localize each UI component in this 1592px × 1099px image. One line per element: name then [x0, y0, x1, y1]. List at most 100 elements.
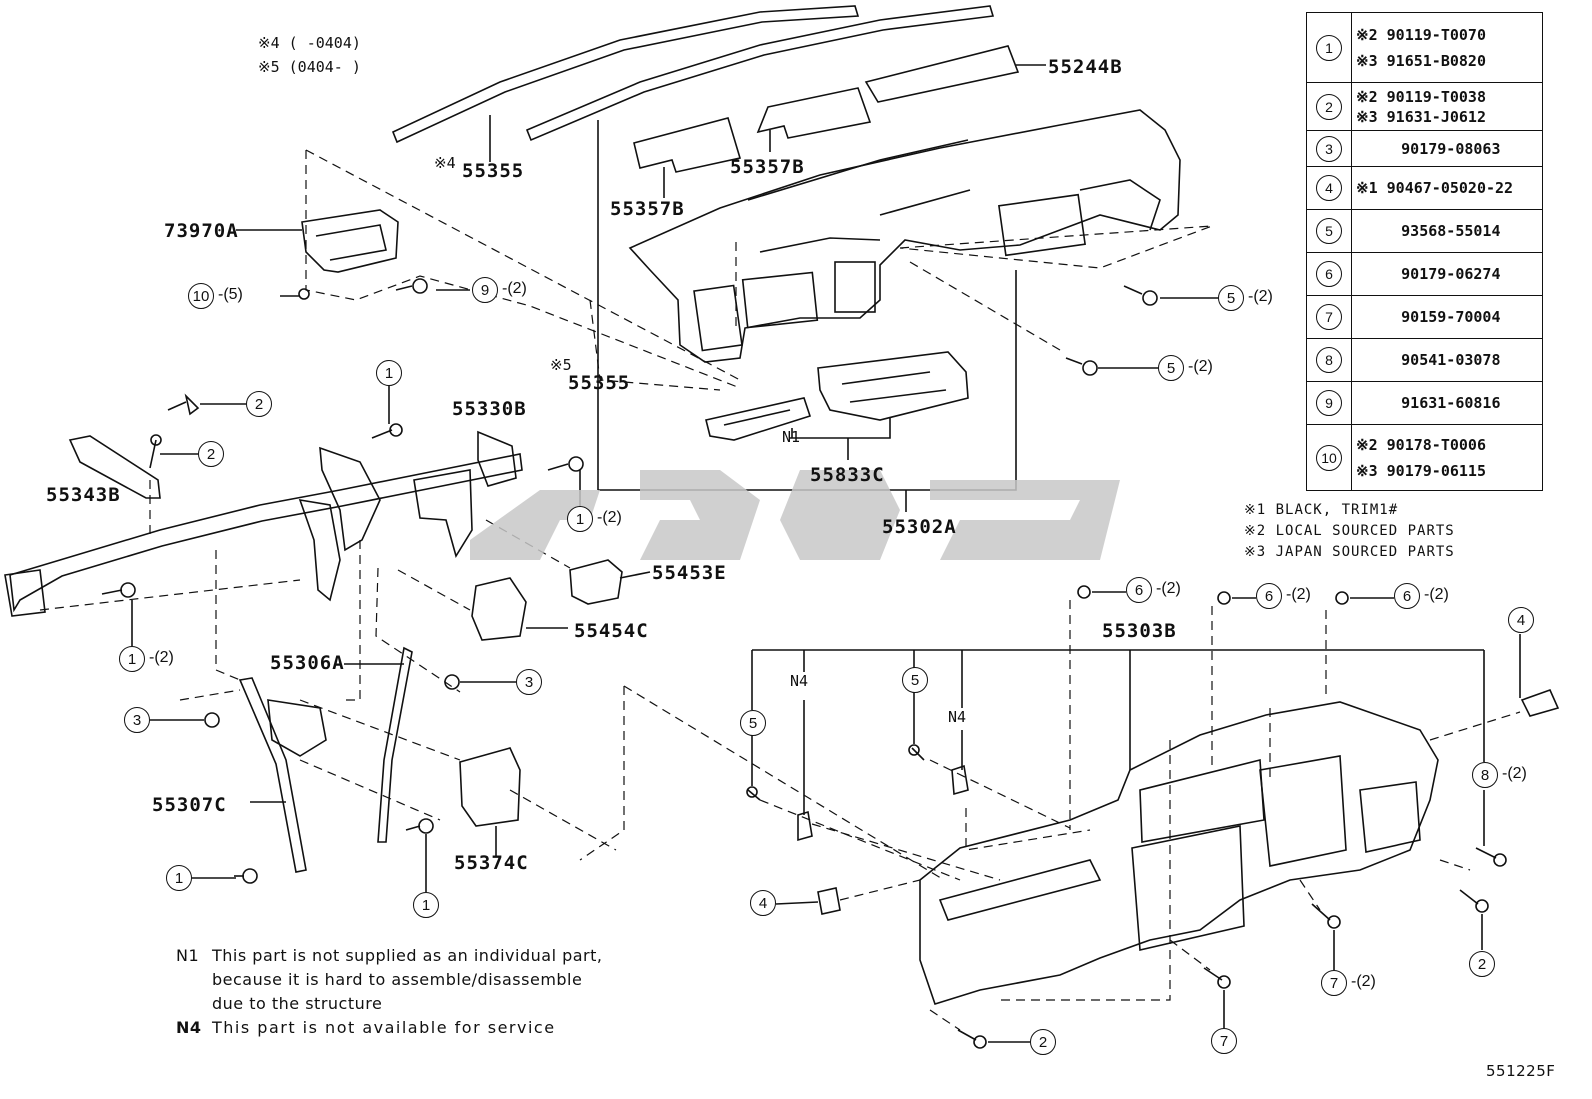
part-label-55302a: 55302A [882, 516, 957, 538]
callout-2-a: 2 [246, 391, 272, 417]
callout-7-a: 7 [1321, 970, 1347, 996]
part-number: ※2 90119-T0070 [1356, 25, 1486, 44]
footnote-n4-text: This part is not available for service [212, 1018, 556, 1037]
table-row: 2 ※2 90119-T0038※3 91631-J0612 [1306, 82, 1543, 131]
cover-55453e [569, 559, 623, 605]
screws [101, 278, 1507, 1049]
clip-4 [817, 887, 841, 915]
table-row: 4 ※1 90467-05020-22 [1306, 166, 1543, 210]
callout-1-b-qty: -(2) [597, 509, 622, 526]
row-number-1: 1 [1316, 34, 1342, 61]
part-label-55330b: 55330B [452, 398, 527, 420]
row-number-7: 7 [1316, 304, 1342, 330]
callout-2-b: 2 [198, 441, 224, 467]
note-key-n1-diagram: N1 [782, 428, 801, 446]
bracket-73970a [301, 209, 399, 273]
part-label-55355-a: 55355 [462, 160, 525, 182]
part-label-55307c: 55307C [152, 794, 227, 816]
callout-7-b: 7 [1211, 1028, 1237, 1054]
lower-panel-55303b [919, 701, 1439, 1005]
footnote-n4-key: N4 [176, 1018, 202, 1037]
part-label-55833c: 55833C [810, 464, 885, 486]
part-label-55453e: 55453E [652, 562, 727, 584]
callout-6-c: 6 [1394, 583, 1420, 609]
callout-3-a: 3 [516, 669, 542, 695]
footnote-n1-line-3: due to the structure [212, 994, 383, 1013]
callout-5-a-qty: -(2) [1248, 288, 1273, 305]
part-label-55303b: 55303B [1102, 620, 1177, 642]
row-number-6: 6 [1316, 261, 1342, 287]
part-label-55454c: 55454C [574, 620, 649, 642]
table-row: 6 90179-06274 [1306, 252, 1543, 296]
note-key-n4-diagram-b: N4 [948, 708, 967, 726]
callout-1-b: 1 [567, 506, 593, 532]
part-number: 90179-08063 [1356, 139, 1501, 158]
table-row: 7 90159-70004 [1306, 295, 1543, 339]
callout-1-a: 1 [376, 360, 402, 386]
part-label-55374c: 55374C [454, 852, 529, 874]
callout-5-c: 5 [740, 710, 766, 736]
part-label-55355-b: 55355 [568, 372, 631, 394]
callout-2-d: 2 [1030, 1029, 1056, 1055]
callout-6-b: 6 [1256, 583, 1282, 609]
part-number: ※2 90119-T0038 [1356, 87, 1486, 106]
figure-id: 551225F [1486, 1062, 1556, 1080]
callout-5-a: 5 [1218, 285, 1244, 311]
callout-3-b: 3 [124, 707, 150, 733]
pad-55357b-left [633, 117, 742, 173]
vent-housing [817, 351, 969, 421]
row-number-9: 9 [1316, 390, 1342, 416]
callout-9-qty: -(2) [502, 280, 527, 297]
brace-55343b [68, 435, 161, 499]
vent-center [705, 397, 812, 441]
table-row: 10 ※2 90178-T0006※3 90179-06115 [1306, 424, 1543, 491]
part-prefix-5: ※5 [550, 356, 572, 374]
row-number-5: 5 [1316, 218, 1342, 244]
part-number: ※1 90467-05020-22 [1356, 179, 1514, 197]
bracket-55454c [471, 577, 527, 641]
part-label-55306a: 55306A [270, 652, 345, 674]
pad-55244b [864, 45, 1020, 103]
bracket-55374c [459, 747, 521, 827]
part-prefix-4: ※4 [434, 154, 456, 172]
part-number: 90159-70004 [1356, 308, 1501, 326]
part-label-55343b: 55343B [46, 484, 121, 506]
callout-6-a-qty: -(2) [1156, 580, 1181, 597]
table-row: 9 91631-60816 [1306, 381, 1543, 425]
callout-10: 10 [188, 283, 214, 309]
part-number: ※3 91631-J0612 [1356, 107, 1486, 126]
weatherstrip-55355-a [391, 5, 860, 144]
legend-item-2: ※2 LOCAL SOURCED PARTS [1244, 523, 1455, 539]
table-row: 1 ※2 90119-T0070※3 91651-B0820 [1306, 12, 1543, 83]
callout-1-d: 1 [413, 892, 439, 918]
table-row: 5 93568-55014 [1306, 209, 1543, 253]
part-number: ※2 90178-T0006 [1356, 435, 1486, 454]
callout-1-c-qty: -(2) [149, 649, 174, 666]
parts-number-table: 1 ※2 90119-T0070※3 91651-B0820 2 ※2 9011… [1306, 12, 1543, 491]
row-number-4: 4 [1316, 175, 1342, 201]
callout-7-a-qty: -(2) [1351, 973, 1376, 990]
part-number: 90179-06274 [1356, 265, 1501, 283]
part-label-73970a: 73970A [164, 220, 239, 242]
callout-5-b-qty: -(2) [1188, 358, 1213, 375]
table-row: 3 90179-08063 [1306, 130, 1543, 167]
table-row: 8 90541-03078 [1306, 338, 1543, 382]
callout-2-c: 2 [1469, 951, 1495, 977]
callout-6-a: 6 [1126, 577, 1152, 603]
note-range-4: ※4 ( -0404) [258, 34, 361, 52]
callout-10-qty: -(5) [218, 286, 243, 303]
callout-4-a: 4 [1508, 607, 1534, 633]
row-number-10: 10 [1316, 444, 1342, 471]
footnote-n1-line-2: because it is hard to assemble/disassemb… [212, 970, 583, 989]
brace-55307c [238, 677, 307, 873]
instrument-panel-55302a [628, 109, 1181, 363]
callout-4-b: 4 [750, 890, 776, 916]
row-number-2: 2 [1316, 93, 1342, 120]
reinforcement-55330b [9, 453, 523, 613]
leader-lines [131, 289, 1483, 1043]
callout-6-c-qty: -(2) [1424, 586, 1449, 603]
part-number: 93568-55014 [1356, 222, 1501, 240]
callout-9: 9 [472, 277, 498, 303]
note-key-n4-diagram-a: N4 [790, 672, 809, 690]
